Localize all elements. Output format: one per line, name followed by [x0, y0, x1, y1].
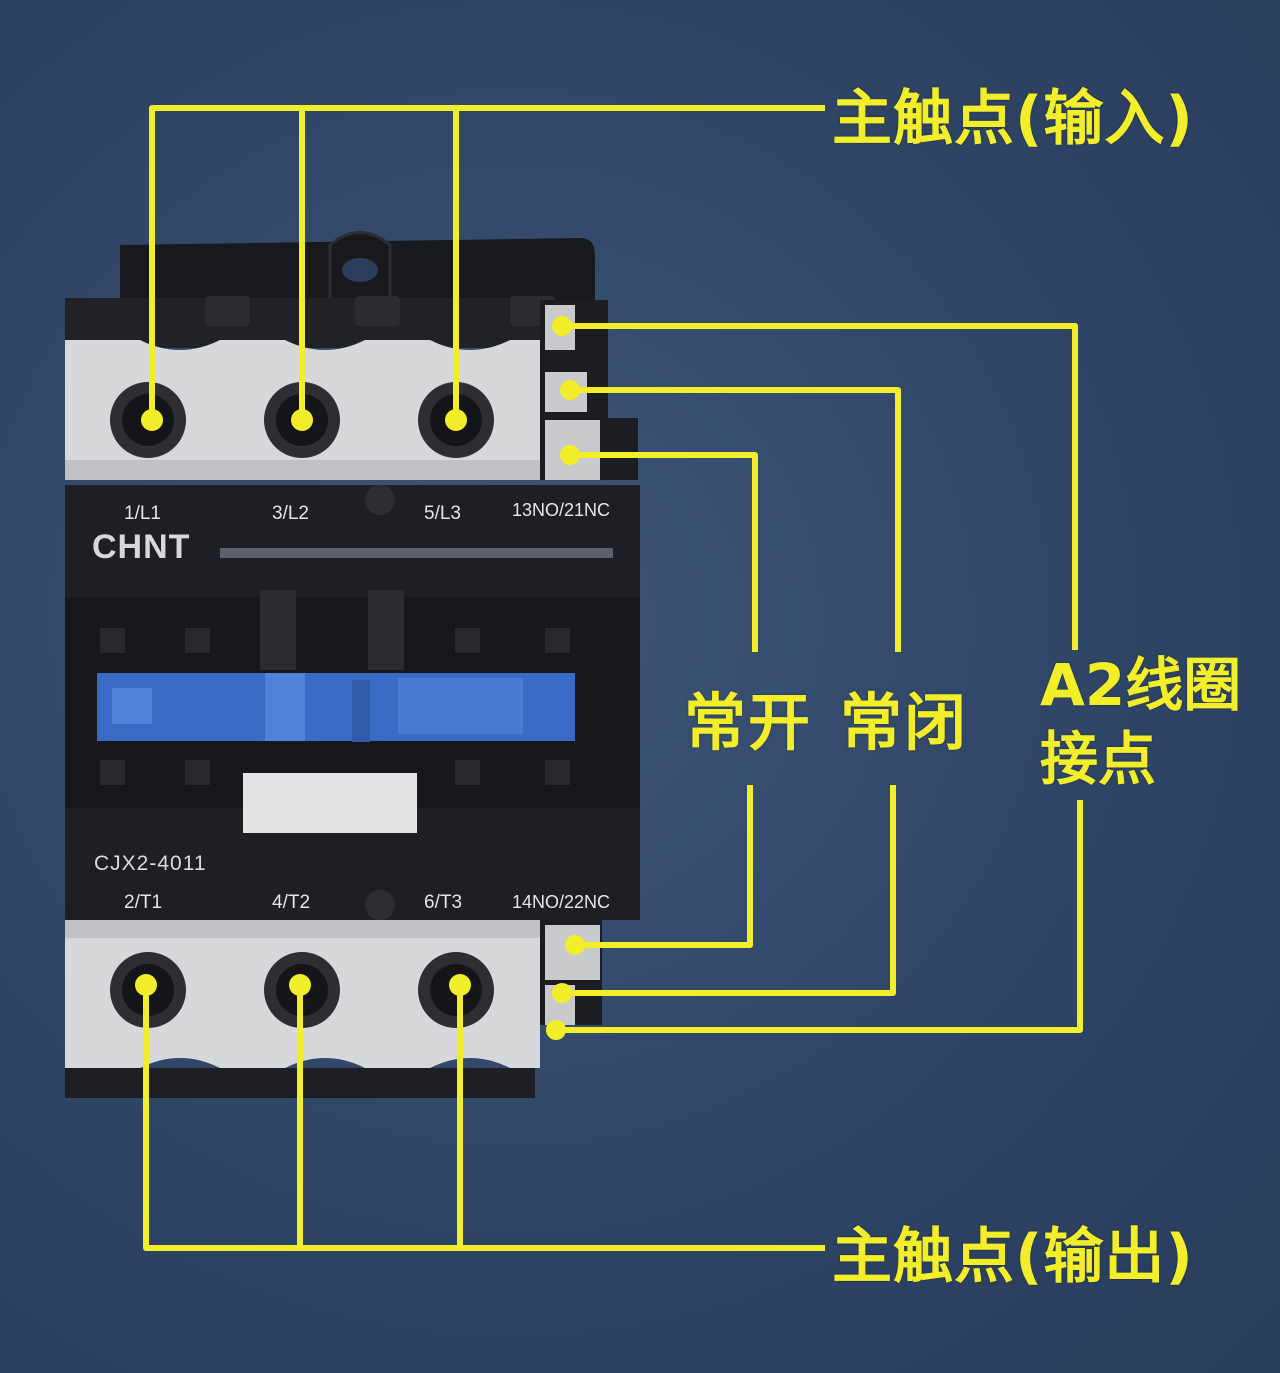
label-normally-closed: 常闭 — [840, 686, 969, 759]
terminal-mark-1-l1: 1/L1 — [124, 503, 161, 524]
terminal-mark-aux-bottom: 14NO/22NC — [512, 892, 611, 912]
terminal-mark-3-l2: 3/L2 — [272, 503, 309, 524]
callout-line-main-output — [143, 985, 825, 1251]
callout-line-main-input — [149, 105, 825, 420]
callout-dots — [135, 316, 585, 1040]
callout-line-normally-open — [570, 452, 758, 948]
label-a2-coil-contact: A2线圈 接点 — [1040, 648, 1280, 796]
terminal-mark-4-t2: 4/T2 — [272, 892, 311, 913]
terminal-mark-2-t1: 2/T1 — [124, 892, 163, 913]
callout-lines — [143, 105, 1083, 1251]
terminal-mark-6-t3: 6/T3 — [424, 892, 463, 913]
brand-logo: CHNT — [92, 528, 191, 566]
callout-line-normally-closed — [562, 387, 901, 996]
label-a2-coil-line1: A2线圈 — [1040, 651, 1242, 719]
label-main-contact-input: 主触点(输入) — [832, 84, 1194, 154]
label-normally-open: 常开 — [684, 686, 813, 759]
terminal-mark-aux-top: 13NO/21NC — [512, 500, 611, 520]
terminal-mark-5-l3: 5/L3 — [424, 503, 461, 524]
label-a2-coil-line2: 接点 — [1040, 725, 1157, 793]
model-number: CJX2-4011 — [94, 852, 207, 875]
callout-line-a2-coil — [556, 323, 1083, 1033]
label-main-contact-output: 主触点(输出) — [832, 1222, 1194, 1292]
label-plate — [243, 773, 417, 833]
mounting-hole — [342, 258, 378, 282]
